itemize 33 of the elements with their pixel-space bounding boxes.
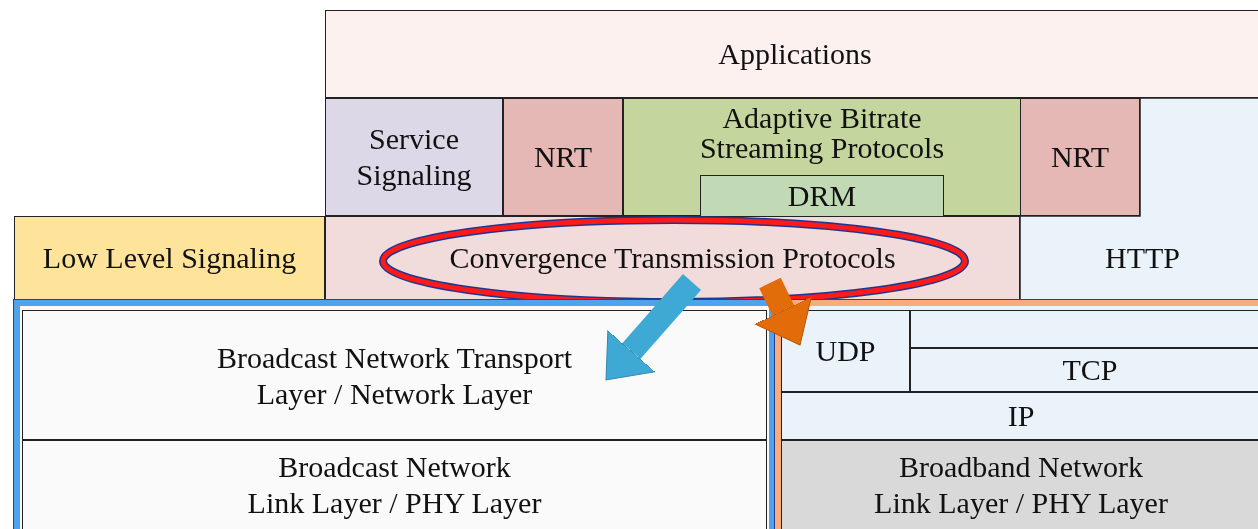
layer-label: NRT — [1050, 138, 1110, 175]
layer-box — [781, 440, 1258, 529]
layer-label: Low Level Signaling — [42, 239, 297, 276]
layer-box — [325, 98, 503, 216]
layer-box — [623, 98, 1021, 216]
layer-label: Broadband Network Link Layer / PHY Layer — [873, 449, 1169, 521]
layer-label: Broadcast Network Link Layer / PHY Layer — [246, 449, 543, 521]
layer-label: IP — [1007, 397, 1035, 434]
layer-box — [910, 348, 1258, 392]
layer-box — [325, 216, 1020, 300]
layer-box — [781, 392, 1258, 440]
layer-label: Adaptive Bitrate Streaming Protocols — [698, 103, 946, 163]
layer-label: TCP — [1062, 351, 1118, 388]
network-stack-panel — [14, 300, 775, 529]
layer-label: Service Signaling — [355, 120, 473, 193]
layer-box — [22, 310, 767, 440]
layer-label: Applications — [718, 35, 872, 72]
layer-box — [503, 98, 623, 216]
layer-box — [781, 310, 910, 392]
empty-layer-box — [910, 310, 1258, 348]
layer-box — [22, 440, 767, 529]
layer-label: NRT — [533, 138, 593, 175]
block-arrow — [605, 274, 701, 381]
layer-box — [14, 216, 325, 300]
layer-label: Convergence Transmission Protocols — [449, 239, 896, 276]
layer-label: DRM — [787, 177, 857, 214]
block-arrow — [754, 277, 812, 346]
layer-label: HTTP — [1105, 240, 1180, 276]
layer-label: UDP — [815, 332, 876, 369]
layer-box — [700, 175, 944, 217]
layer-label: Broadcast Network Transport Layer / Network Layer — [216, 340, 573, 412]
layer-box — [1020, 98, 1140, 216]
layer-box — [325, 10, 1258, 98]
